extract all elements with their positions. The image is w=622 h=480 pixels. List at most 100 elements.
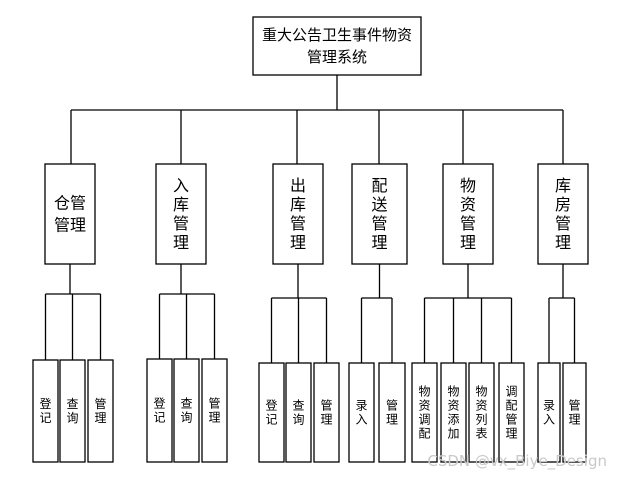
leaf-label-outbound-2-line: 理: [320, 413, 332, 427]
leaf-box: [468, 362, 495, 463]
connector-lines: [44, 75, 576, 363]
module-label-materials-line: 管: [460, 214, 476, 233]
leaf-label-inbound-1-line: 查: [180, 397, 192, 411]
leaf-label-outbound-2-line: 管: [320, 398, 332, 413]
leaf-label-materials-1-line: 物: [447, 385, 459, 399]
module-label-inbound-line: 入: [173, 176, 189, 195]
leaf-label-outbound-0-line: 登: [265, 398, 277, 413]
module-label-outbound-line: 出: [290, 176, 306, 195]
leaf-box: [201, 358, 228, 463]
leaf-warehouse-0: 登记: [32, 359, 59, 463]
leaf-label-materials-3-line: 调: [505, 385, 517, 399]
leaf-label-warehouse-0-line: 记: [39, 411, 51, 425]
leaf-label-materials-2-line: 列: [475, 413, 487, 427]
module-label-outbound-line: 管: [290, 214, 306, 233]
module-label-warehouse-line: 仓管: [54, 194, 86, 213]
leaf-label-materials-3-line: 管: [505, 412, 517, 427]
leaf-label-inbound-2-line: 理: [208, 411, 220, 425]
leaf-box: [285, 362, 312, 463]
leaf-label-inbound-0-line: 记: [153, 411, 165, 425]
leaf-label-materials-3-line: 理: [505, 427, 517, 441]
module-label-materials-line: 理: [460, 233, 476, 252]
leaf-label-materials-2-line: 资: [475, 399, 487, 413]
leaf-storeroom-1: 管理: [562, 362, 587, 463]
module-label-outbound-line: 库: [290, 195, 306, 214]
leaf-box: [378, 362, 406, 463]
leaf-inbound-2: 管理: [201, 358, 228, 463]
leaf-delivery-0: 录入: [348, 362, 375, 463]
leaf-label-delivery-0-line: 录: [355, 399, 367, 413]
module-label-materials-line: 资: [460, 195, 476, 214]
module-label-delivery-line: 送: [371, 195, 387, 214]
module-label-materials-line: 物: [460, 176, 476, 195]
module-box-materials: [442, 163, 494, 265]
leaf-box: [32, 359, 59, 463]
leaf-box: [258, 362, 285, 463]
leaf-label-materials-0-line: 调: [418, 413, 430, 427]
module-label-storeroom-line: 管: [555, 214, 571, 233]
leaf-label-inbound-2-line: 管: [208, 396, 220, 411]
leaf-label-storeroom-1-line: 理: [568, 413, 580, 427]
module-label-inbound-line: 库: [173, 195, 189, 214]
leaf-label-inbound-0-line: 登: [153, 396, 165, 411]
leaf-label-materials-2-line: 物: [475, 385, 487, 399]
leaf-label-warehouse-2-line: 理: [94, 411, 106, 425]
leaf-box: [173, 358, 200, 463]
module-label-storeroom-line: 理: [555, 233, 571, 252]
module-label-outbound-line: 理: [290, 233, 306, 252]
leaf-label-warehouse-1-line: 查: [66, 397, 78, 411]
leaf-box: [313, 362, 340, 463]
module-box-inbound: [155, 163, 207, 265]
leaf-label-storeroom-0-line: 入: [543, 413, 555, 427]
leaf-box: [562, 362, 587, 463]
leaf-box: [537, 362, 561, 463]
module-box-outbound: [272, 163, 324, 265]
leaf-label-materials-3-line: 配: [505, 399, 517, 413]
leaf-label-delivery-1-line: 理: [386, 413, 398, 427]
leaf-label-materials-1-line: 加: [447, 427, 459, 441]
module-label-storeroom-line: 库: [555, 176, 571, 195]
root-label-line: 管理系统: [307, 48, 367, 66]
leaf-box: [440, 362, 467, 463]
module-label-delivery-line: 理: [371, 233, 387, 252]
leaf-label-materials-1-line: 添: [447, 413, 459, 427]
leaf-label-materials-0-line: 资: [418, 399, 430, 413]
module-box-warehouse: [44, 163, 96, 265]
leaf-warehouse-1: 查询: [59, 359, 86, 463]
leaf-storeroom-0: 录入: [537, 362, 561, 463]
leaf-label-inbound-1-line: 询: [180, 411, 192, 425]
leaf-inbound-0: 登记: [146, 358, 173, 463]
root-label-line: 重大公告卫生事件物资: [262, 26, 412, 44]
leaf-label-outbound-1-line: 询: [292, 413, 304, 427]
leaf-label-materials-0-line: 配: [418, 427, 430, 441]
leaf-label-storeroom-0-line: 录: [543, 399, 555, 413]
leaf-box: [348, 362, 375, 463]
leaf-warehouse-2: 管理: [87, 359, 114, 463]
leaf-outbound-1: 查询: [285, 362, 312, 463]
module-label-inbound-line: 理: [173, 233, 189, 252]
leaf-label-warehouse-1-line: 询: [66, 411, 78, 425]
watermark: CSDN @vx_Biye_Design: [427, 452, 607, 471]
module-label-storeroom-line: 房: [555, 195, 571, 214]
leaf-inbound-1: 查询: [173, 358, 200, 463]
leaf-label-delivery-0-line: 入: [355, 413, 367, 427]
module-box-storeroom: [537, 163, 589, 265]
leaf-label-materials-2-line: 表: [475, 427, 487, 441]
leaf-box: [87, 359, 114, 463]
module-label-delivery-line: 管: [371, 214, 387, 233]
leaf-label-delivery-1-line: 管: [386, 398, 398, 413]
diagram-boxes: 重大公告卫生事件物资管理系统仓管管理登记查询管理入库管理登记查询管理出库管理登记…: [32, 16, 589, 463]
leaf-label-outbound-0-line: 记: [265, 413, 277, 427]
module-label-warehouse-line: 管理: [54, 216, 86, 235]
root-box: [252, 16, 422, 76]
